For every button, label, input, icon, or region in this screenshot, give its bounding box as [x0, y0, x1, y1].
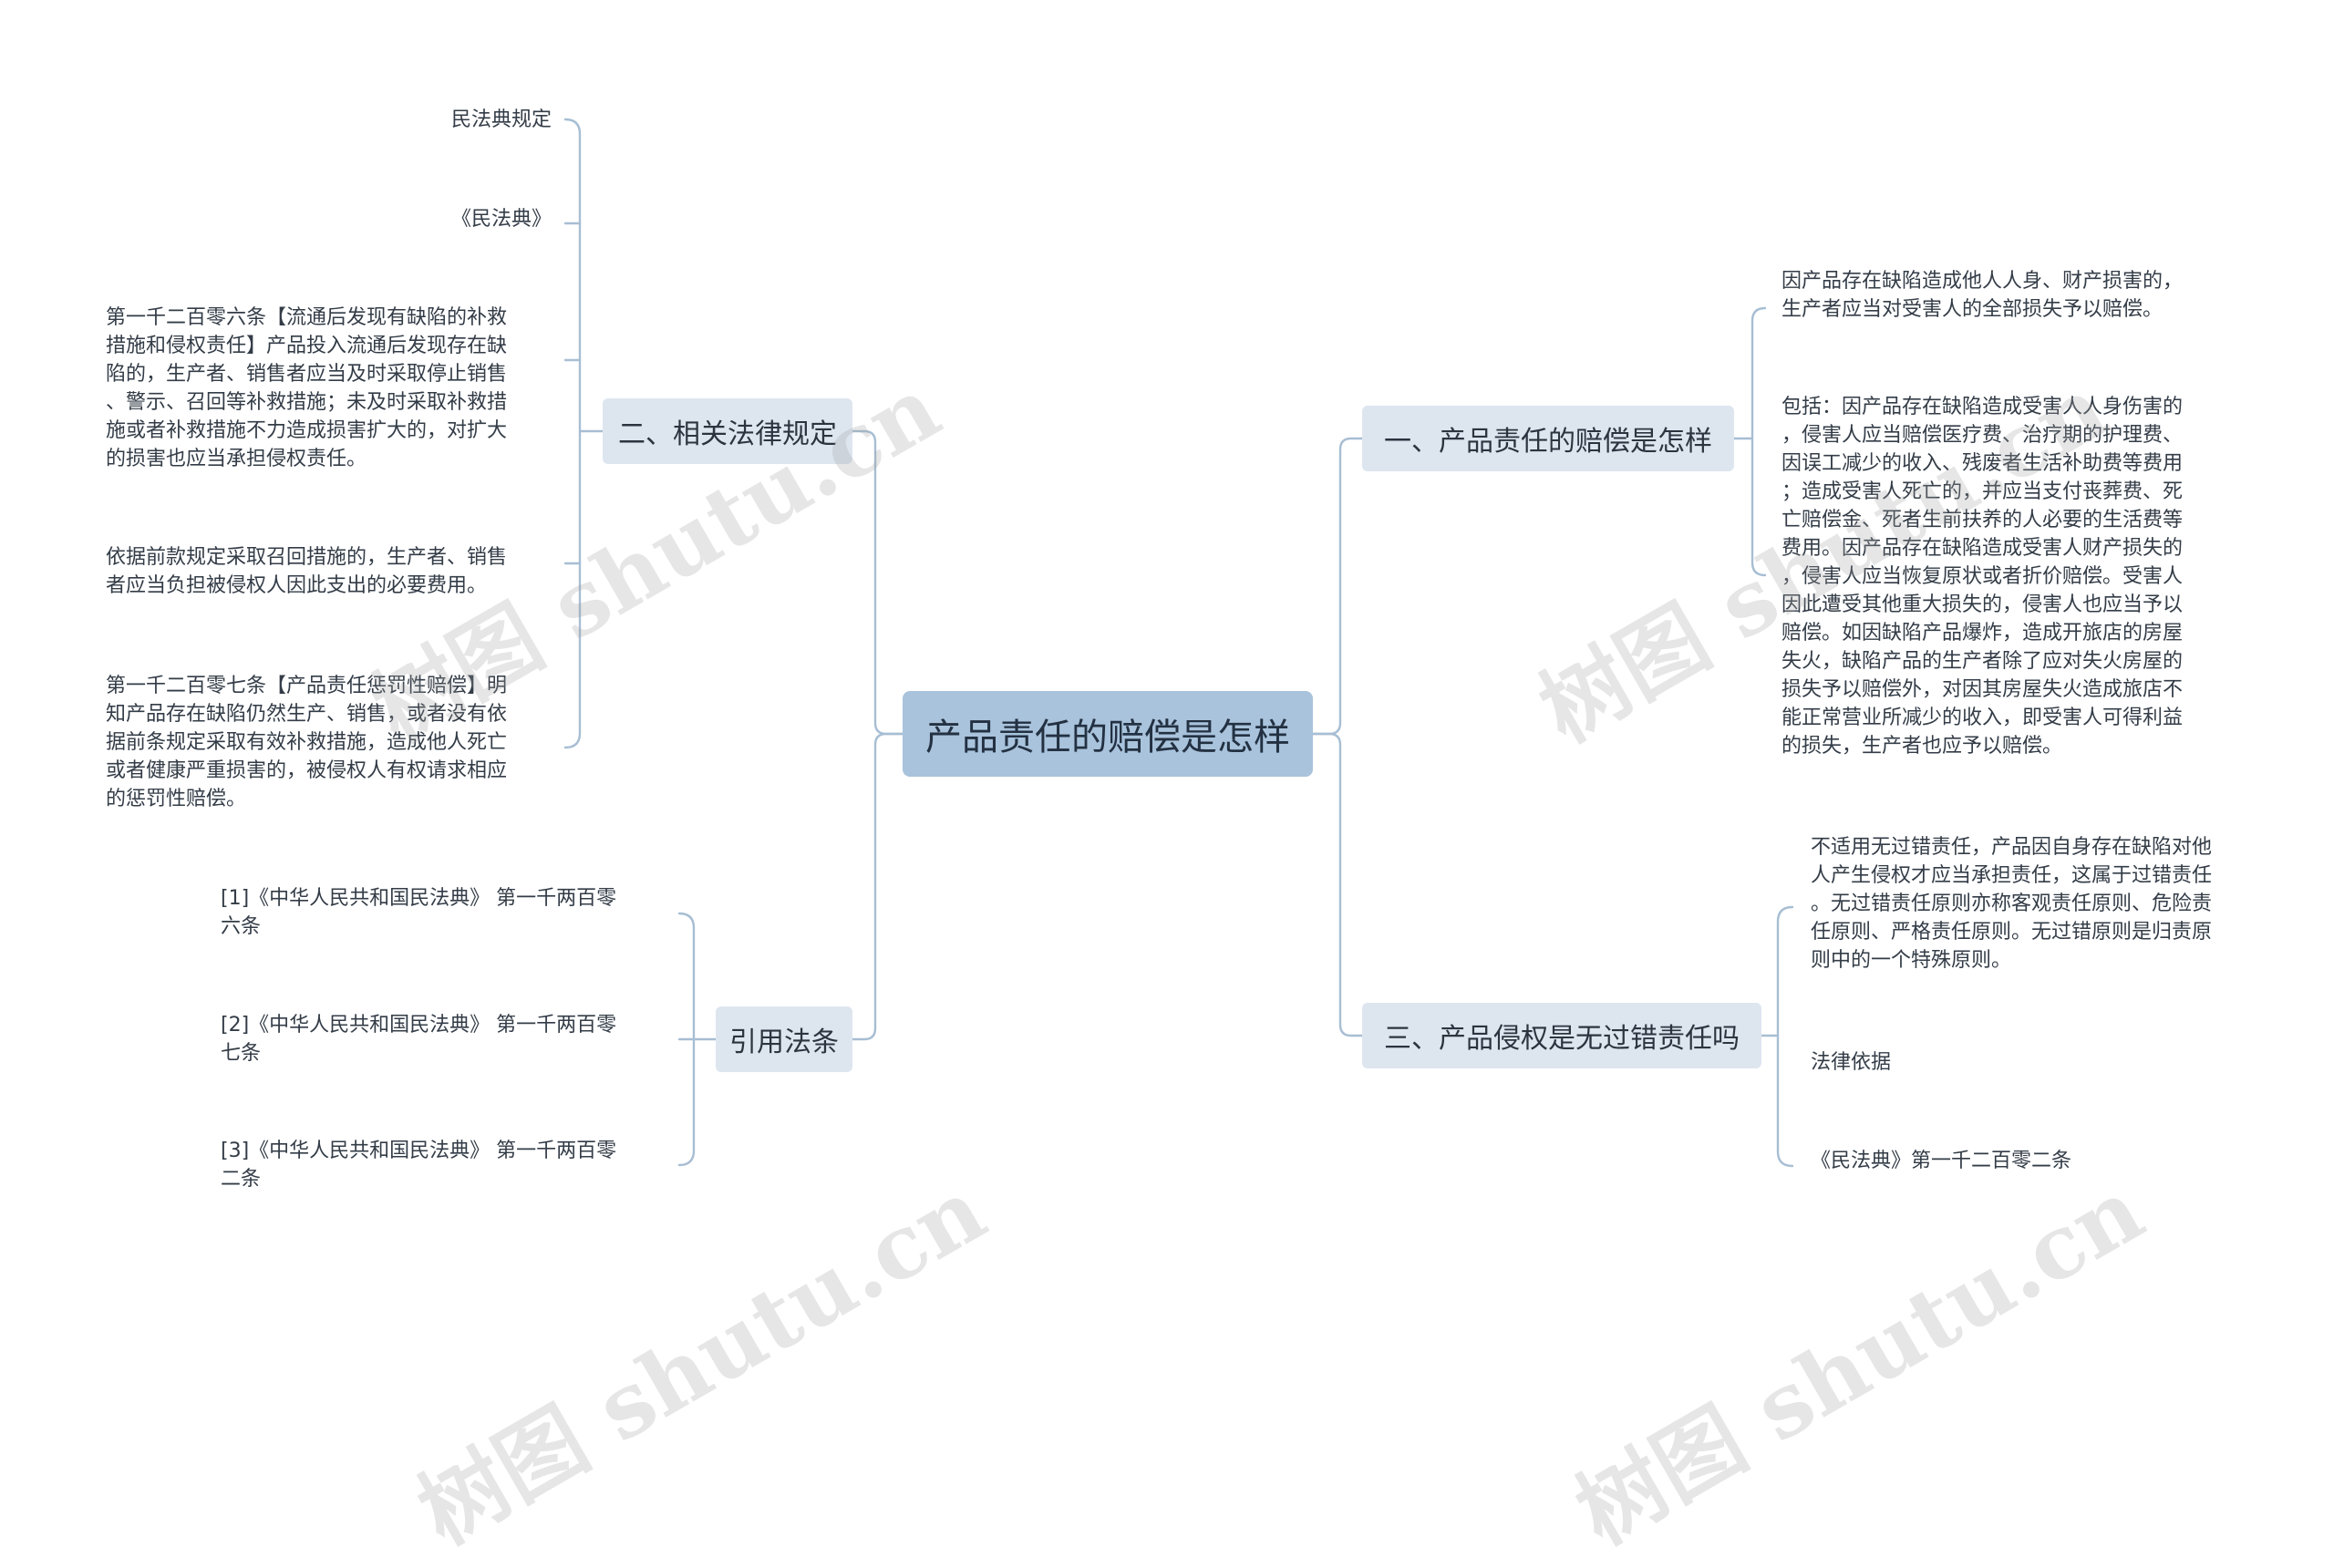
- link-b2-bracket: [563, 118, 604, 749]
- link-root-b2: [851, 429, 904, 736]
- link-b1-bracket: [1732, 306, 1767, 577]
- leaf-b3-fault-liability[interactable]: 不适用无过错责任，产品因自身存在缺陷对他 人产生侵权才应当承担责任，这属于过错责…: [1811, 836, 2213, 972]
- leaf-b1-full-compensation[interactable]: 因产品存在缺陷造成他人人身、财产损害的， 生产者应当对受害人的全部损失予以赔偿。: [1781, 270, 2184, 321]
- branch-cited-articles[interactable]: 引用法条: [716, 1006, 852, 1072]
- leaf-b2-article-1206[interactable]: 第一千二百零六条【流通后发现有缺陷的补救 措施和侵权责任】产品投入流通后发现存在…: [106, 306, 508, 470]
- leaf-b4-citation-1[interactable]: [1]《中华人民共和国民法典》 第一千两百零 六条: [221, 887, 617, 938]
- leaf-b3-article-1202[interactable]: 《民法典》第一千二百零二条: [1811, 1150, 2072, 1172]
- leaf-b2-civil-code-provisions[interactable]: 民法典规定: [450, 108, 552, 131]
- leaf-b2-article-1207[interactable]: 第一千二百零七条【产品责任惩罚性赔偿】明 知产品存在缺陷仍然生产、销售，或者没有…: [106, 675, 508, 810]
- link-root-b4: [851, 732, 904, 1041]
- link-b3-bracket: [1760, 905, 1794, 1168]
- branch-related-legal-provisions[interactable]: 二、相关法律规定: [603, 398, 852, 464]
- connector-lines: [563, 118, 1794, 1168]
- branch-product-liability-compensation[interactable]: 一、产品责任的赔偿是怎样: [1362, 406, 1734, 471]
- leaf-b4-citation-3[interactable]: [3]《中华人民共和国民法典》 第一千两百零 二条: [221, 1140, 617, 1191]
- root-topic[interactable]: 产品责任的赔偿是怎样: [903, 691, 1313, 777]
- leaf-b2-civil-code[interactable]: 《民法典》: [450, 208, 552, 231]
- link-root-b3: [1311, 732, 1364, 1037]
- link-root-b1: [1311, 437, 1364, 736]
- leaf-b1-compensation-scope[interactable]: 包括：因产品存在缺陷造成受害人人身伤害的 ，侵害人应当赔偿医疗费、治疗期的护理费…: [1781, 396, 2184, 758]
- leaf-b4-citation-2[interactable]: [2]《中华人民共和国民法典》 第一千两百零 七条: [221, 1014, 617, 1065]
- branch-no-fault-liability-question[interactable]: 三、产品侵权是无过错责任吗: [1362, 1003, 1761, 1068]
- mind-map: 产品责任的赔偿是怎样 一、产品责任的赔偿是怎样 二、相关法律规定 三、产品侵权是…: [106, 108, 2213, 1564]
- leaf-b2-recall-costs[interactable]: 依据前款规定采取召回措施的，生产者、销售 者应当负担被侵权人因此支出的必要费用。: [106, 546, 508, 597]
- leaf-b3-legal-basis[interactable]: 法律依据: [1811, 1051, 1892, 1074]
